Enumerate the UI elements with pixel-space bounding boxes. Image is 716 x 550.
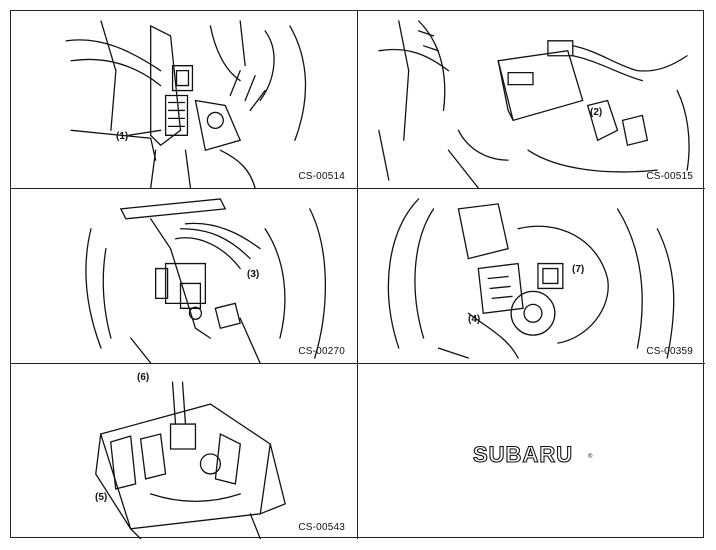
illustration-sensor-harness [85,198,327,363]
callout-1: (1) [116,131,129,142]
panel-cs-00514: (1) CS-00514 [11,11,358,189]
illustration-module-bracket [378,20,690,188]
figure-code: CS-00359 [646,346,693,357]
subaru-logo: SUBARU [472,441,574,467]
panel-cs-00270: (3) CS-00270 [11,189,358,364]
illustration-shifter-assembly [95,381,286,539]
callout-4: (4) [468,314,481,325]
figure-code: CS-00543 [298,522,345,533]
callout-5: (5) [95,492,108,503]
callout-3: (3) [247,269,260,280]
panel-cs-00543: (6) (5) CS-00543 [11,364,358,539]
figure-code: CS-00515 [646,171,693,182]
figure-code: CS-00514 [298,171,345,182]
figure-code: CS-00270 [298,346,345,357]
callout-7: (7) [572,264,585,275]
callout-2: (2) [590,107,603,118]
panel-cs-00359: (7) (4) CS-00359 [358,189,705,364]
illustration-control-module [65,20,307,188]
callout-6: (6) [137,372,150,383]
figure-sheet: (1) CS-00514 [10,10,705,539]
registered-mark: ® [588,454,593,460]
panel-cs-00515: (2) CS-00515 [358,11,705,189]
panel-logo: SUBARU ® [358,364,705,539]
illustration-steering-column [387,198,675,359]
